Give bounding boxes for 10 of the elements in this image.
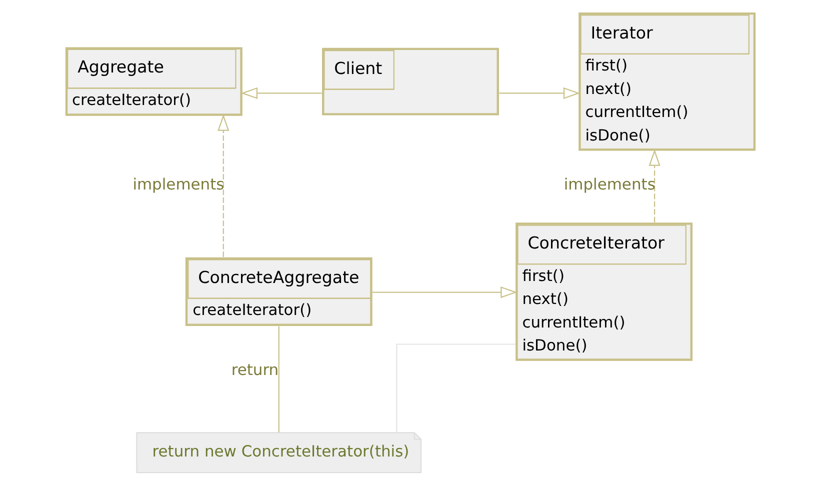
arrow — [499, 87, 580, 99]
connector — [396, 344, 516, 432]
edge-label: implements — [564, 176, 656, 194]
connector — [278, 326, 280, 432]
arrow — [372, 286, 518, 298]
arrow — [218, 114, 230, 258]
arrow — [648, 149, 660, 222]
arrow — [240, 87, 322, 99]
edge-label: return — [231, 361, 279, 380]
edge-label: implements — [132, 175, 224, 194]
